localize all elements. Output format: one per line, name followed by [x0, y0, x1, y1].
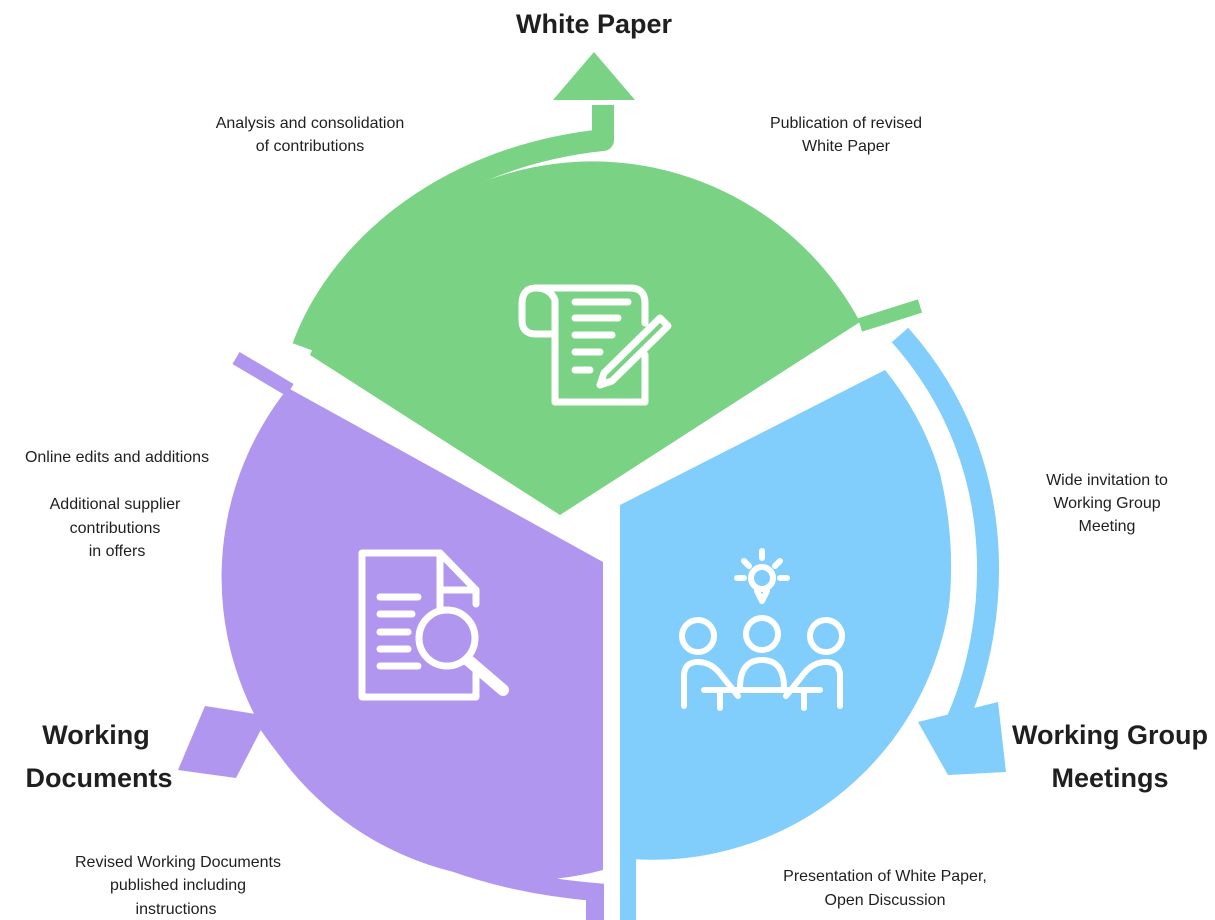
publication-note-line1: Publication of revised [770, 115, 922, 132]
invitation-note-line2: Working Group [1053, 495, 1160, 512]
working-group-sector [620, 370, 953, 860]
supplier-note-line3: in offers [89, 543, 146, 560]
revised-note-line1: Revised Working Documents [75, 854, 281, 871]
document-search-icon [358, 549, 509, 701]
document-pen-icon [518, 284, 672, 406]
supplier-note-line1: Additional supplier [50, 496, 181, 513]
presentation-note-line2: Open Discussion [825, 892, 946, 909]
blue-cycle-arrow [620, 327, 1006, 920]
presentation-note-line1: Presentation of White Paper, [783, 868, 987, 885]
working-group-title: Working Group [1012, 720, 1208, 750]
purple-cycle-arrow [178, 351, 604, 920]
working-group-title-line2: Meetings [1051, 763, 1168, 793]
green-cycle-arrow [292, 52, 923, 351]
analysis-note-line2: of contributions [256, 138, 365, 155]
analysis-note-line1: Analysis and consolidation [216, 115, 405, 132]
working-documents-sector [221, 388, 604, 881]
revised-note-line2: published including [110, 877, 246, 894]
working-documents-title: Working [42, 720, 150, 750]
working-documents-title-line2: Documents [25, 763, 172, 793]
revised-note-line3: instructions [136, 901, 217, 918]
publication-note-line2: White Paper [802, 138, 891, 155]
supplier-note-line2: contributions [70, 520, 161, 537]
white-paper-title: White Paper [516, 9, 673, 39]
team-meeting-idea-icon [679, 548, 845, 711]
invitation-note-line1: Wide invitation to [1046, 472, 1168, 489]
online-edits-note: Online edits and additions [25, 449, 209, 466]
invitation-note-line3: Meeting [1079, 518, 1136, 535]
